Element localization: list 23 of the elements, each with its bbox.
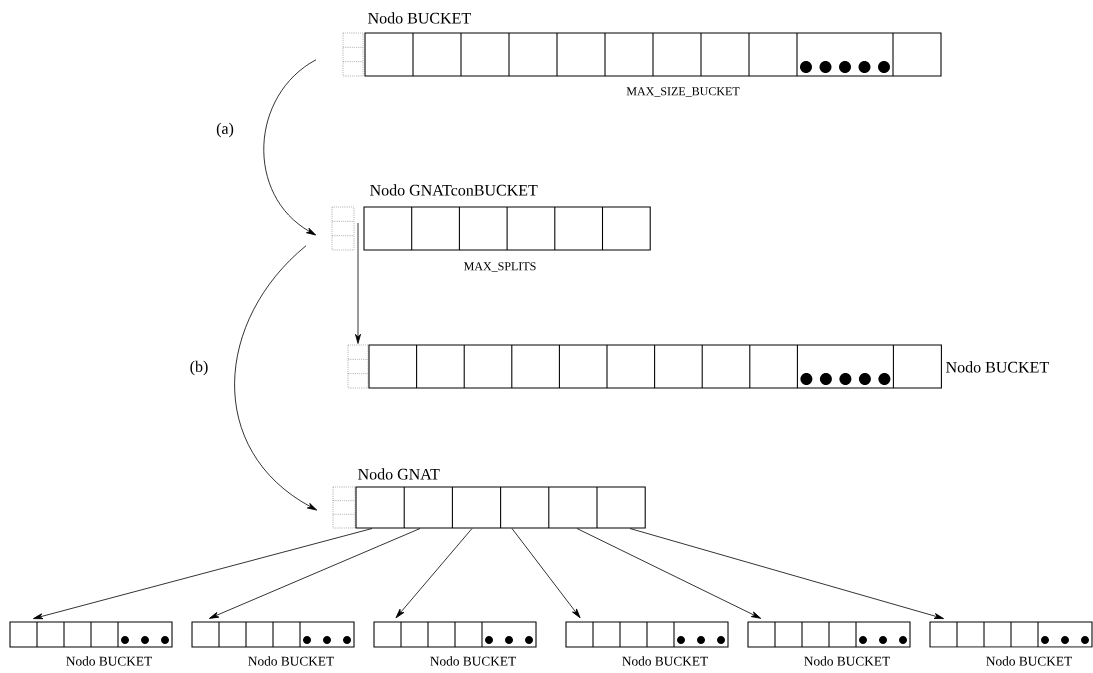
arrow (511, 528, 581, 619)
arrow (395, 528, 473, 619)
heading: Nodo GNAT (358, 468, 440, 480)
edge-label: (b) (188, 359, 210, 377)
heading: Nodo BUCKET (430, 656, 516, 666)
size-label: MAX_SIZE_BUCKET (626, 87, 740, 97)
size-label: MAX_SPLITS (464, 262, 536, 272)
arrow (263, 59, 317, 236)
heading: Nodo BUCKET (946, 361, 1049, 373)
arrow (576, 528, 762, 619)
heading: Nodo BUCKET (248, 656, 334, 666)
arrow (629, 528, 944, 619)
arrow (33, 528, 373, 620)
heading: Nodo BUCKET (986, 656, 1072, 666)
heading: Nodo BUCKET (622, 656, 708, 666)
heading: Nodo BUCKET (804, 656, 890, 666)
arrow (209, 528, 421, 619)
heading: Nodo BUCKET (368, 12, 471, 24)
edge-label: (a) (214, 121, 236, 139)
heading: Nodo BUCKET (66, 656, 152, 666)
heading: Nodo GNATconBUCKET (370, 184, 538, 196)
arrow (234, 245, 318, 511)
arrow (355, 222, 361, 344)
